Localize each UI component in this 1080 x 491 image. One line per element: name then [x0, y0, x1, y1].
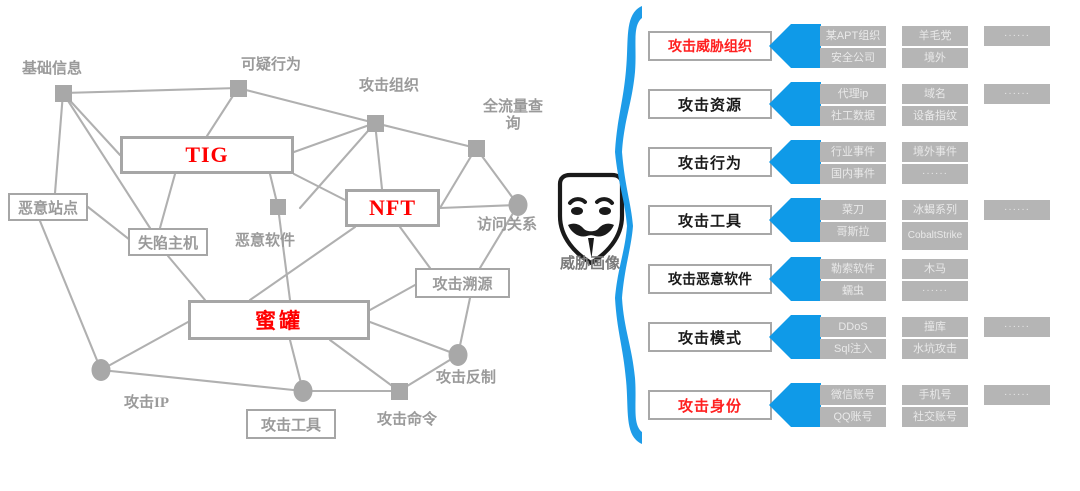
- arrow-left-icon: [769, 381, 821, 434]
- blue-curly-brace: [612, 0, 656, 455]
- tag-item[interactable]: 境外: [902, 48, 968, 68]
- graph-node-attack-tool: [293, 380, 313, 402]
- tag-group: DDoS 撞库 ······ Sql注入 水坑攻击: [820, 313, 1080, 369]
- arrow-left-icon: [769, 22, 821, 75]
- row-label-attack-identity[interactable]: 攻击身份: [648, 390, 772, 420]
- tag-item[interactable]: 菜刀: [820, 200, 886, 220]
- threat-profile-label: 威胁画像: [559, 256, 620, 272]
- row-attack-threat-org: 攻击威胁组织 某APT组织 羊毛党 ······ 安全公司 境外: [648, 22, 1080, 78]
- tag-item[interactable]: 撞库: [902, 317, 968, 337]
- tag-item[interactable]: 微信账号: [820, 385, 886, 405]
- arrow-left-icon: [769, 313, 821, 366]
- graph-label-visit-relation: 访问关系: [477, 217, 538, 233]
- row-label-attack-mode[interactable]: 攻击模式: [648, 322, 772, 352]
- row-label-attack-tool[interactable]: 攻击工具: [648, 205, 772, 235]
- row-label-attack-resource[interactable]: 攻击资源: [648, 89, 772, 119]
- graph-label-attack-command: 攻击命令: [377, 412, 438, 428]
- tag-item[interactable]: 冰蝎系列: [902, 200, 968, 220]
- graph-node-attack-command: [391, 383, 408, 400]
- tag-group: 菜刀 冰蝎系列 ······ 哥斯拉 CobaltStrike: [820, 196, 1080, 252]
- row-label-attack-malware[interactable]: 攻击恶意软件: [648, 264, 772, 294]
- tag-item[interactable]: 羊毛党: [902, 26, 968, 46]
- row-label-attack-threat-org[interactable]: 攻击威胁组织: [648, 31, 772, 61]
- anonymous-mask-shield-icon: [557, 172, 625, 266]
- graph-label-attack-counter: 攻击反制: [436, 370, 497, 386]
- tag-item[interactable]: 水坑攻击: [902, 339, 968, 359]
- tag-item[interactable]: 国内事件: [820, 164, 886, 184]
- tag-group: 某APT组织 羊毛党 ······ 安全公司 境外: [820, 22, 1080, 78]
- row-attack-malware: 攻击恶意软件 勒索软件 木马 蠕虫 ······: [648, 255, 1080, 311]
- graph-box-tig[interactable]: TIG: [120, 136, 294, 174]
- tag-group: 微信账号 手机号 ······ QQ账号 社交账号: [820, 381, 1080, 437]
- tag-item[interactable]: 代理ip: [820, 84, 886, 104]
- tag-item-ellipsis[interactable]: ······: [984, 317, 1050, 337]
- graph-label-malware: 恶意软件: [235, 233, 296, 249]
- graph-node-suspicious-behavior: [230, 80, 247, 97]
- graph-node-attack-counter: [448, 344, 468, 366]
- graph-label-attack-org: 攻击组织: [359, 78, 420, 94]
- tag-item-ellipsis[interactable]: ······: [984, 26, 1050, 46]
- graph-box-compromised-host[interactable]: 失陷主机: [128, 228, 208, 256]
- graph-label-full-traffic-query: 全流量查询: [482, 99, 543, 132]
- tag-group: 行业事件 境外事件 国内事件 ······: [820, 138, 1080, 194]
- tag-item-ellipsis[interactable]: ······: [984, 200, 1050, 220]
- tag-item[interactable]: 社交账号: [902, 407, 968, 427]
- tag-item-ellipsis[interactable]: ······: [984, 84, 1050, 104]
- graph-label-attack-ip: 攻击IP: [124, 395, 170, 411]
- tag-item[interactable]: 某APT组织: [820, 26, 886, 46]
- graph-box-nft[interactable]: NFT: [345, 189, 440, 227]
- row-attack-mode: 攻击模式 DDoS 撞库 ······ Sql注入 水坑攻击: [648, 313, 1080, 369]
- tag-group: 勒索软件 木马 蠕虫 ······: [820, 255, 1080, 311]
- threat-profile-icon-wrap: [548, 170, 634, 280]
- tag-item[interactable]: 哥斯拉: [820, 222, 886, 242]
- arrow-left-icon: [769, 255, 821, 308]
- tag-item-ellipsis[interactable]: ······: [902, 164, 968, 184]
- graph-label-suspicious-behavior: 可疑行为: [241, 57, 302, 73]
- tag-item[interactable]: 安全公司: [820, 48, 886, 68]
- row-label-attack-behavior[interactable]: 攻击行为: [648, 147, 772, 177]
- arrow-left-icon: [769, 196, 821, 249]
- arrow-left-icon: [769, 80, 821, 133]
- tag-item-ellipsis[interactable]: ······: [902, 281, 968, 301]
- tag-item[interactable]: 蠕虫: [820, 281, 886, 301]
- tag-item[interactable]: 手机号: [902, 385, 968, 405]
- graph-box-malicious-site[interactable]: 恶意站点: [8, 193, 88, 221]
- row-attack-identity: 攻击身份 微信账号 手机号 ······ QQ账号 社交账号: [648, 381, 1080, 437]
- tag-item[interactable]: 域名: [902, 84, 968, 104]
- graph-box-honeypot[interactable]: 蜜罐: [188, 300, 370, 340]
- tag-item[interactable]: 境外事件: [902, 142, 968, 162]
- row-attack-tool: 攻击工具 菜刀 冰蝎系列 ······ 哥斯拉 CobaltStrike: [648, 196, 1080, 252]
- graph-node-visit-relation: [508, 194, 528, 216]
- tag-item[interactable]: 社工数据: [820, 106, 886, 126]
- tag-item-ellipsis[interactable]: ······: [984, 385, 1050, 405]
- tag-item[interactable]: 设备指纹: [902, 106, 968, 126]
- graph-node-malware: [270, 199, 286, 215]
- tag-item[interactable]: 行业事件: [820, 142, 886, 162]
- tag-item[interactable]: 勒索软件: [820, 259, 886, 279]
- graph-label-basic-info: 基础信息: [22, 61, 83, 77]
- graph-edges-and-nodes: [38, 80, 528, 402]
- graph-node-basic-info: [55, 85, 72, 102]
- row-attack-resource: 攻击资源 代理ip 域名 ······ 社工数据 设备指纹: [648, 80, 1080, 136]
- graph-node-attack-org: [367, 115, 384, 132]
- graph-node-full-traffic-query: [468, 140, 485, 157]
- tag-item[interactable]: QQ账号: [820, 407, 886, 427]
- arrow-left-icon: [769, 138, 821, 191]
- tag-item[interactable]: Sql注入: [820, 339, 886, 359]
- graph-box-attack-tracing[interactable]: 攻击溯源: [415, 268, 510, 298]
- graph-box-attack-tool[interactable]: 攻击工具: [246, 409, 336, 439]
- tag-item[interactable]: DDoS: [820, 317, 886, 337]
- tag-item[interactable]: CobaltStrike: [902, 222, 968, 250]
- tag-item[interactable]: 木马: [902, 259, 968, 279]
- tag-group: 代理ip 域名 ······ 社工数据 设备指纹: [820, 80, 1080, 136]
- knowledge-graph-panel: 基础信息 可疑行为 攻击组织 全流量查询 恶意软件 访问关系 攻击IP 攻击反制…: [8, 57, 543, 439]
- row-attack-behavior: 攻击行为 行业事件 境外事件 国内事件 ······: [648, 138, 1080, 194]
- graph-node-attack-ip: [91, 359, 111, 381]
